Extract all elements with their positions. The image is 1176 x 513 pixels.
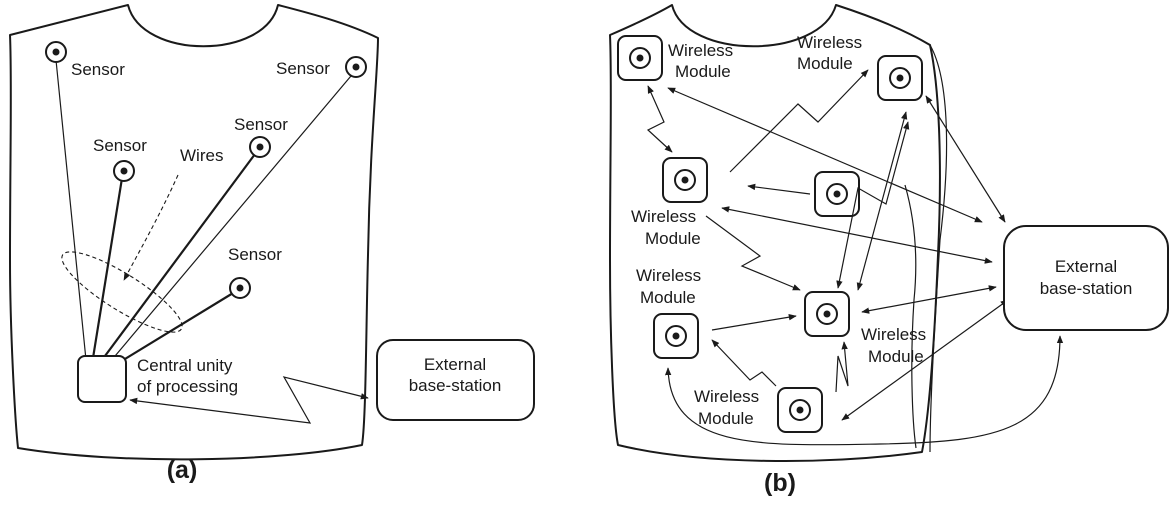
- link-m5-m6: [711, 314, 797, 331]
- link-m6-m2: [856, 111, 908, 291]
- link-m2-m6: [836, 121, 910, 289]
- sensor-icon: [345, 56, 367, 78]
- sensor-icon: [249, 136, 271, 158]
- wire-sensor-4: [109, 69, 357, 363]
- shirt-outline-a: [9, 4, 379, 461]
- wire-sensor-2: [91, 171, 125, 359]
- panel-b: Wireless Module Wireless Module Wireless…: [609, 4, 1169, 497]
- wire-bundle-ellipse: [61, 251, 183, 333]
- module-label-line2: Module: [675, 62, 731, 81]
- base-station-b-box: [1003, 225, 1169, 331]
- wireless-module-icon: [662, 157, 708, 203]
- link-m7-m5: [711, 339, 777, 387]
- wireless-module-icon: [617, 35, 663, 81]
- module-label-line1: Wireless: [636, 266, 701, 285]
- sensor-label: Sensor: [228, 245, 282, 264]
- shirt-back-edge-b: [904, 184, 917, 449]
- link-m5-bs-curve: [664, 335, 1064, 446]
- wire-sensor-3: [101, 149, 259, 361]
- central-unit-label-line1: Central unity: [137, 356, 233, 375]
- sensor-icon: [45, 41, 67, 63]
- caption-b: (b): [764, 469, 796, 497]
- wireless-link-a: [129, 376, 369, 424]
- wireless-module-icon: [804, 291, 850, 337]
- module-label-line2: Module: [645, 229, 701, 248]
- module-label-line2: Module: [868, 347, 924, 366]
- link-m3-m2: [729, 69, 869, 173]
- link-m3-bs: [721, 206, 993, 264]
- sensor-label: Sensor: [93, 136, 147, 155]
- wire-sensor-1: [55, 59, 87, 361]
- link-m7-bs: [841, 299, 1009, 421]
- sensor-label: Sensor: [71, 60, 125, 79]
- link-m1-m3: [646, 85, 673, 153]
- panel-a: Sensor Sensor Sensor Sensor Sensor Wires…: [9, 4, 535, 484]
- module-label-line1: Wireless: [861, 325, 926, 344]
- module-label-line1: Wireless: [668, 41, 733, 60]
- module-label-line1: Wireless: [797, 33, 862, 52]
- link-m3-m6: [705, 215, 801, 291]
- module-label-line2: Module: [698, 409, 754, 428]
- module-label-line1: Wireless: [694, 387, 759, 406]
- wireless-module-icon: [653, 313, 699, 359]
- central-unit-box: [77, 355, 127, 403]
- sensor-label: Sensor: [234, 115, 288, 134]
- link-m2-bs: [925, 95, 1006, 223]
- wires-label: Wires: [180, 146, 223, 165]
- wireless-module-icon: [814, 171, 860, 217]
- link-m4-m3: [747, 183, 811, 195]
- sensor-label: Sensor: [276, 59, 330, 78]
- link-m7-m6: [835, 341, 849, 393]
- base-station-a-label-line1: External: [424, 355, 486, 374]
- central-unit-label-line2: of processing: [137, 377, 238, 396]
- link-m6-bs: [861, 285, 997, 314]
- sensor-icon: [113, 160, 135, 182]
- wireless-module-icon: [777, 387, 823, 433]
- base-station-a-box: [376, 339, 535, 421]
- base-station-b-label-line2: base-station: [1040, 279, 1133, 298]
- wireless-module-icon: [877, 55, 923, 101]
- module-label-line1: Wireless: [631, 207, 696, 226]
- base-station-a-label-line2: base-station: [409, 376, 502, 395]
- wires-pointer: [123, 174, 179, 281]
- caption-a: (a): [167, 456, 198, 484]
- wire-sensor-5: [119, 289, 239, 363]
- base-station-b-label-line1: External: [1055, 257, 1117, 276]
- module-label-line2: Module: [640, 288, 696, 307]
- module-label-line2: Module: [797, 54, 853, 73]
- sensor-icon: [229, 277, 251, 299]
